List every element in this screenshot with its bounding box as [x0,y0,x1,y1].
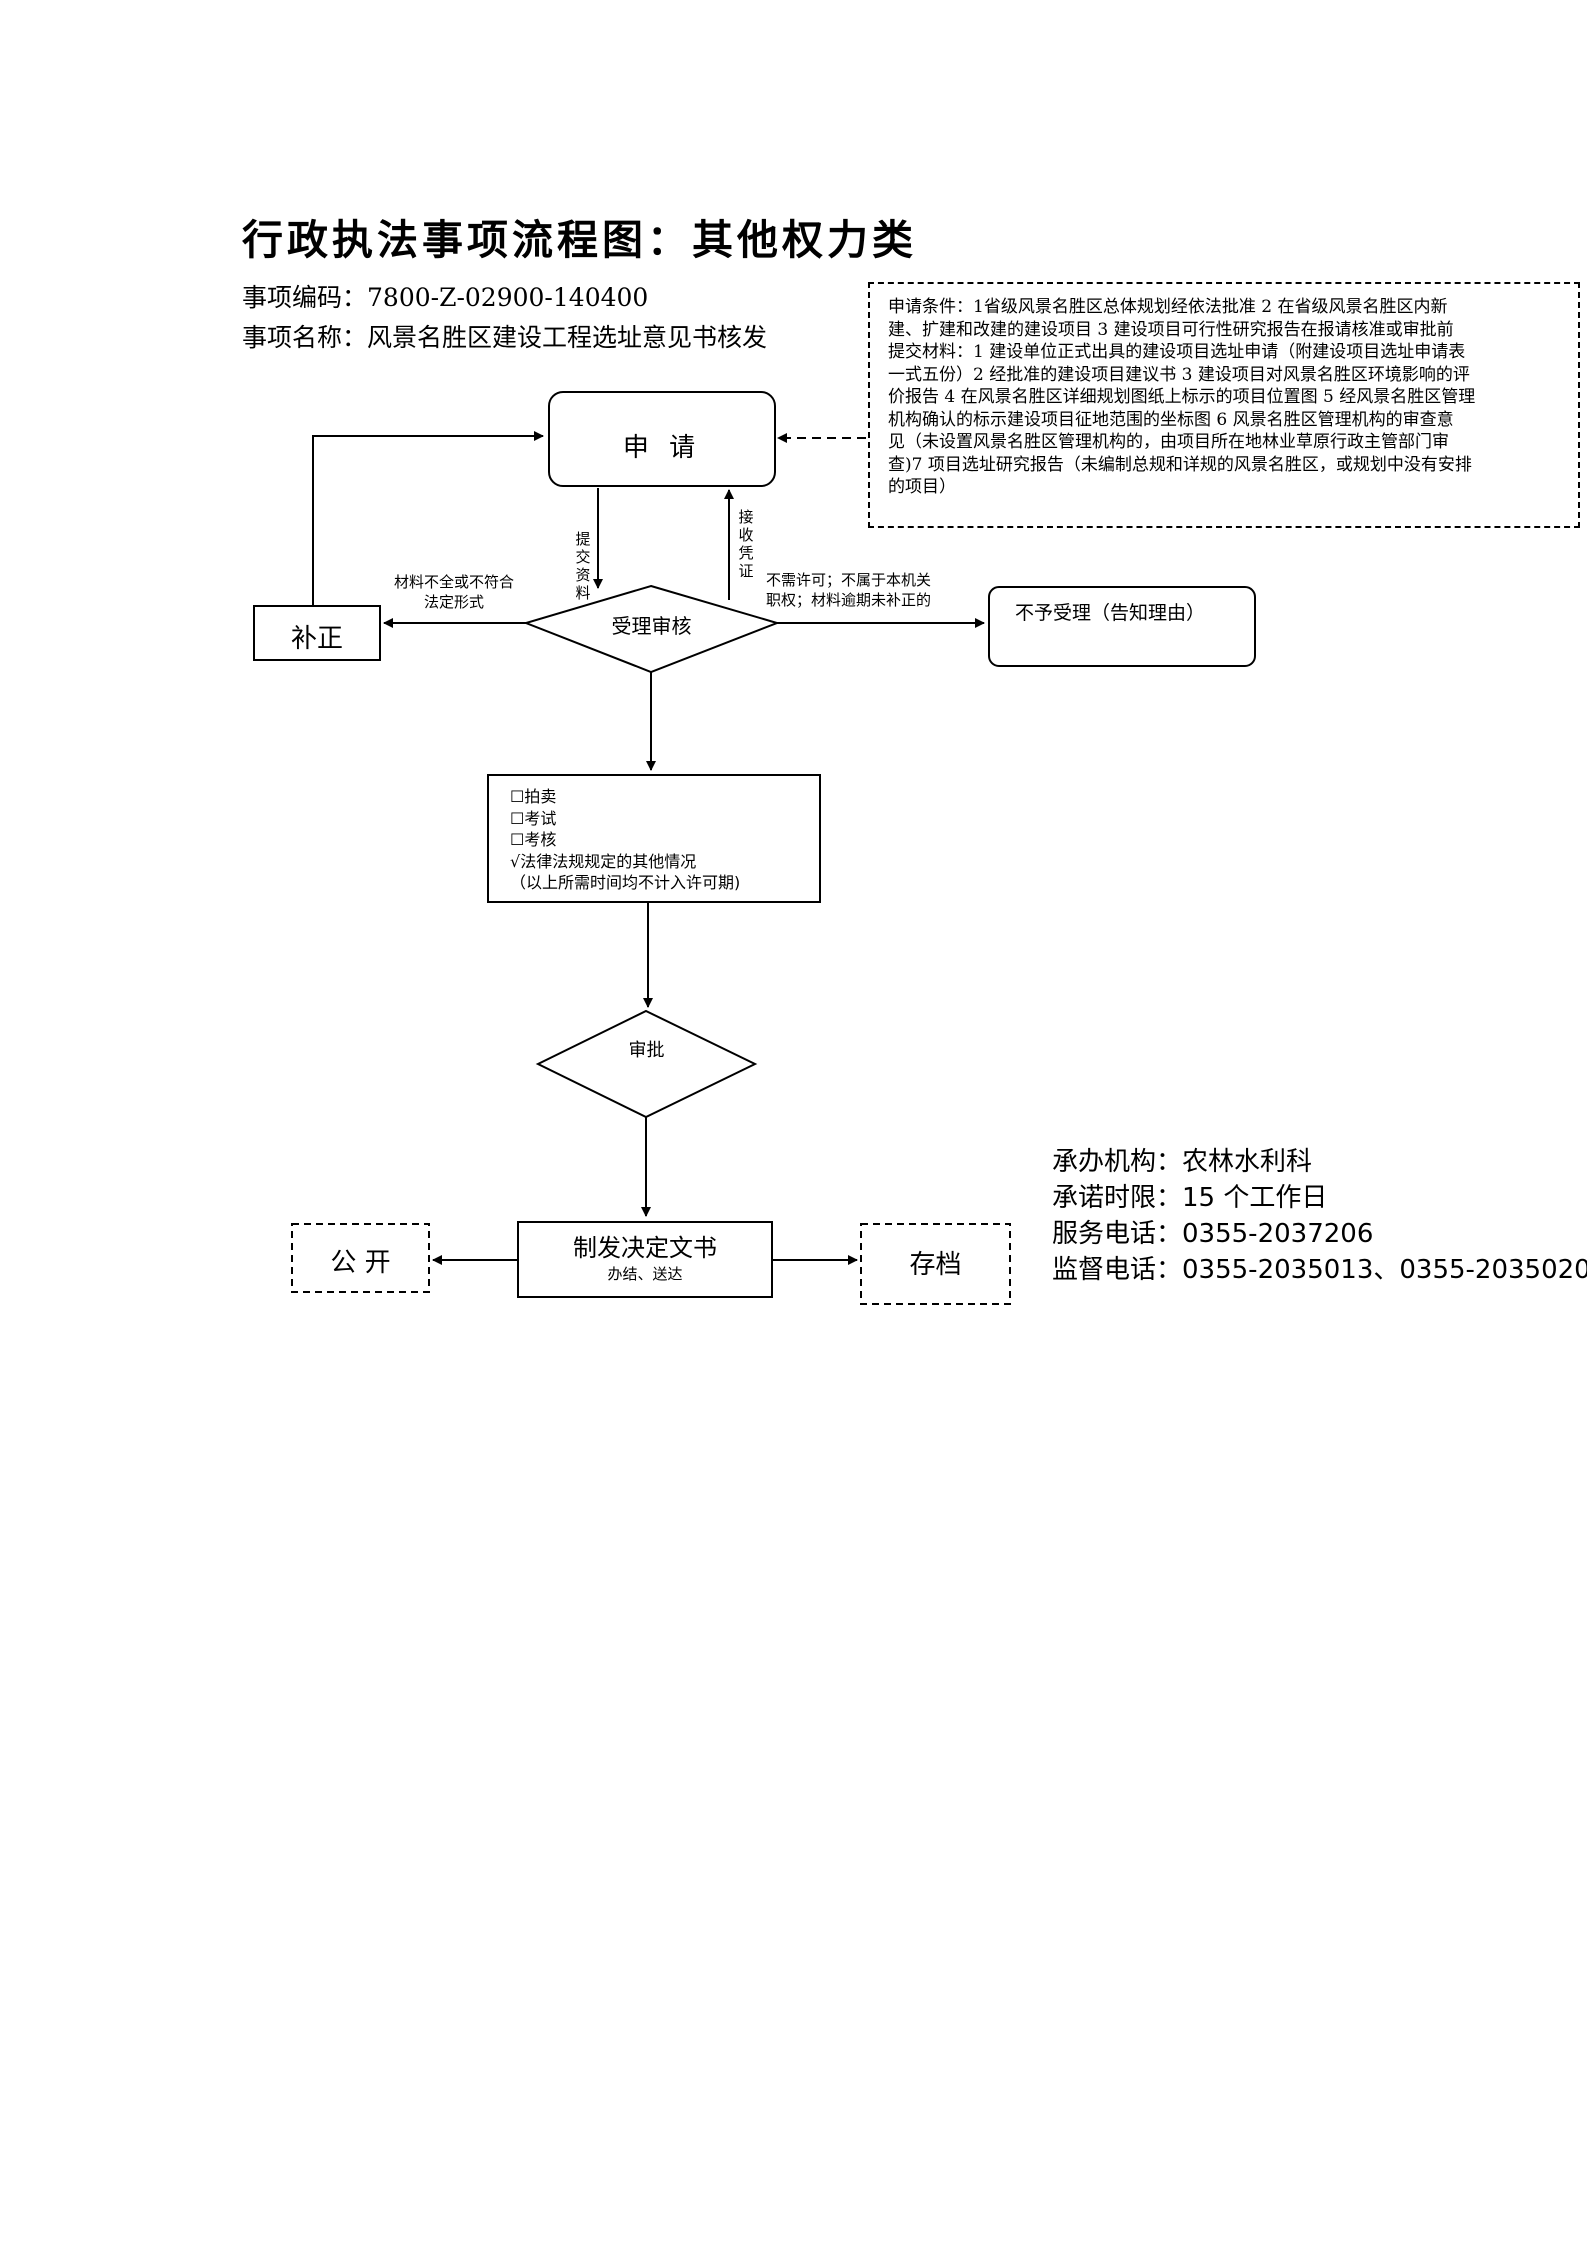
approve-label: 审批 [628,1040,665,1061]
option-auction: ☐拍卖 [510,787,557,806]
agency-label: 承办机构： [1052,1147,1183,1177]
conditions-line: 的项目） [888,477,956,497]
deadline-row: 承诺时限：15 个工作日 [1052,1177,1327,1214]
supervise-phone-label: 监督电话： [1052,1255,1183,1285]
conditions-line: 申请条件：1省级风景名胜区总体规划经依法批准 2 在省级风景名胜区内新 [888,297,1448,317]
reject-label: 不予受理（告知理由） [1015,602,1206,624]
incomplete-line-2: 法定形式 [423,593,484,611]
conditions-line: 一式五份）2 经批准的建设项目建议书 3 建设项目对风景名胜区环境影响的评 [888,364,1470,385]
conditions-line: 建、扩建和改建的建设项目 3 建设项目可行性研究报告在报请核准或审批前 [888,319,1454,340]
publish-node [291,1223,430,1293]
service-phone-row: 服务电话：0355-2037206 [1052,1213,1373,1250]
supervise-phone-row: 监督电话：0355-2035013、0355-2035020 [1052,1249,1587,1286]
option-other: √法律法规规定的其他情况 [510,851,697,871]
conditions-line: 价报告 4 在风景名胜区详细规划图纸上标示的项目位置图 5 经风景名胜区管理 [888,387,1476,407]
incomplete-note: 材料不全或不符合 法定形式 [384,572,524,612]
incomplete-line-1: 材料不全或不符合 [393,573,514,591]
decision-label: 制发决定文书 [573,1234,717,1262]
option-exam: ☐考试 [510,808,557,828]
apply-label: 申 请 [622,433,702,463]
item-name-value: 风景名胜区建设工程选址意见书核发 [367,323,768,352]
conditions-line: 提交材料：1 建设单位正式出具的建设项目选址申请（附建设项目选址申请表 [888,342,1466,362]
option-assessment: ☐考核 [510,830,557,849]
item-code-label: 事项编码： [242,283,368,312]
reject-reason-note: 不需许可；不属于本机关 职权；材料逾期未补正的 [766,570,931,610]
option-note: （以上所需时间均不计入许可期) [510,873,741,892]
archive-label: 存档 [909,1250,962,1280]
conditions-line: 查)7 项目选址研究报告（未编制总规和详规的风景名胜区，或规划中没有安排 [888,454,1472,475]
supervise-phone-value: 0355-2035013、0355-2035020 [1182,1255,1587,1285]
service-phone-value: 0355-2037206 [1182,1219,1374,1249]
reject-reason-line-1: 不需许可；不属于本机关 [766,571,932,589]
decision-sub-label: 办结、送达 [607,1265,683,1283]
conditions-box: 申请条件：1省级风景名胜区总体规划经依法批准 2 在省级风景名胜区内新 建、扩建… [868,282,1580,528]
correct-label: 补正 [290,624,343,654]
reject-node [988,586,1256,667]
apply-node [548,391,776,487]
service-phone-label: 服务电话： [1052,1219,1183,1249]
item-code-value: 7800-Z-02900-140400 [367,283,649,312]
deadline-value: 15 个工作日 [1182,1183,1328,1213]
options-node [487,774,821,903]
deadline-label: 承诺时限： [1052,1183,1183,1213]
reject-reason-line-2: 职权；材料逾期未补正的 [766,591,932,609]
conditions-line: 机构确认的标示建设项目征地范围的坐标图 6 风景名胜区管理机构的审查意 [888,409,1454,430]
receipt-label: 接收凭证 [738,508,754,580]
correct-return-arrow [312,431,544,606]
item-code: 事项编码：7800-Z-02900-140400 [242,278,648,314]
agency-value: 农林水利科 [1182,1147,1313,1177]
approve-node [535,1009,758,1119]
page-title: 行政执法事项流程图：其他权力类 [242,216,917,264]
item-name-label: 事项名称： [242,323,368,352]
agency-row: 承办机构：农林水利科 [1052,1141,1312,1178]
review-label: 受理审核 [611,614,692,638]
item-name: 事项名称：风景名胜区建设工程选址意见书核发 [242,318,767,354]
conditions-line: 见（未设置风景名胜区管理机构的，由项目所在地林业草原行政主管部门审 [888,432,1449,452]
correct-node [253,605,381,661]
publish-label: 公 开 [330,1248,391,1278]
options-list: ☐拍卖 ☐考试 ☐考核 √法律法规规定的其他情况 （以上所需时间均不计入许可期) [510,786,740,894]
archive-node [860,1223,1011,1305]
decision-node [517,1221,773,1298]
submit-label: 提交资料 [575,530,591,602]
